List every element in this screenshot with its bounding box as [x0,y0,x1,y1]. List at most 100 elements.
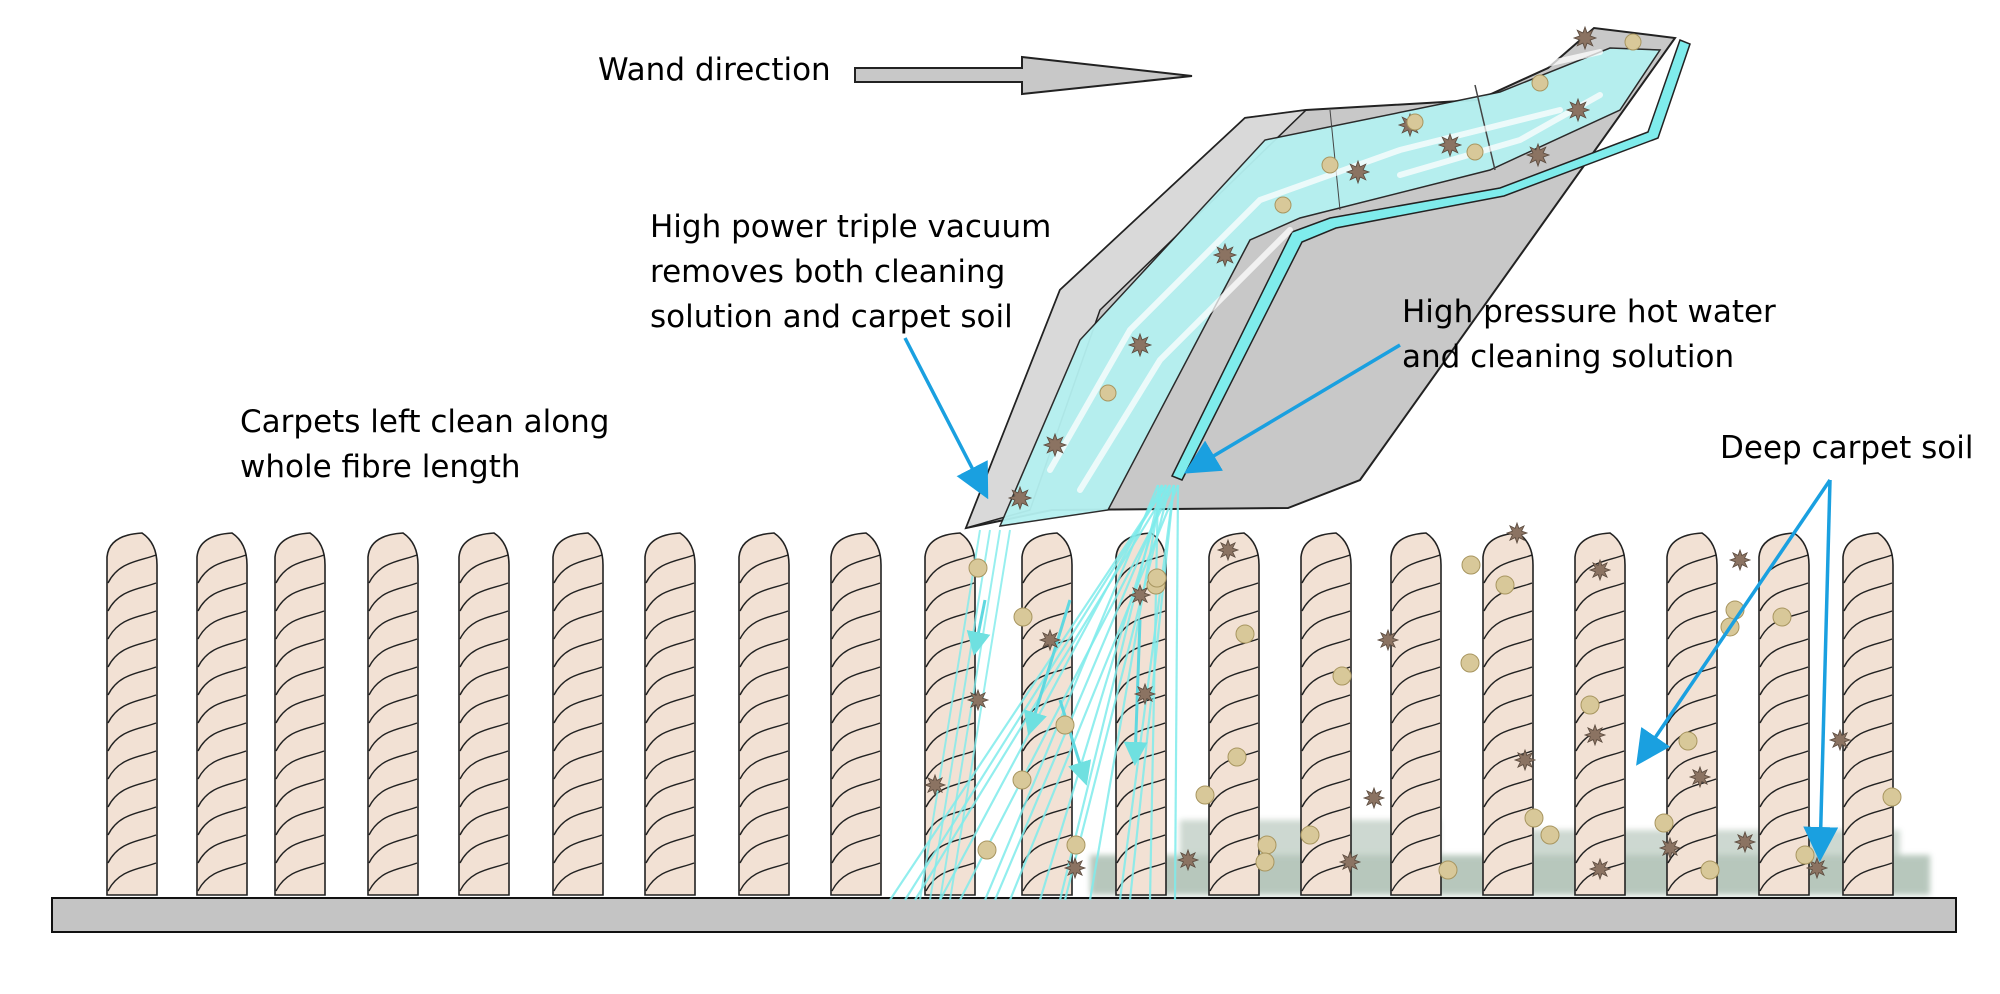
soil-bead [1332,666,1352,686]
soil-bead [977,840,997,860]
soil-bead [1700,860,1720,880]
deep-soil-label: Deep carpet soil [1720,430,1974,466]
carpet-fibre [196,532,248,896]
carpet-fibre [1300,532,1352,896]
vacuum-label: High power triple vacuum removes both cl… [650,205,1051,340]
soil-particle [1376,628,1400,652]
soil-particle [1127,332,1153,358]
soil-particle [923,773,947,797]
suction-line [929,529,991,901]
carpet-fibre [1842,532,1894,896]
soil-bead [1580,695,1600,715]
soil-bead [1654,813,1674,833]
soil-bead [1531,74,1549,92]
soil-pointer-arrow-left [1636,479,1832,766]
soil-bead [1321,156,1339,174]
soil-bead [1772,607,1792,627]
spray-line [1088,484,1164,901]
soil-particle [1828,728,1852,752]
vacuum-pointer-arrow [903,337,989,500]
wand-direction-arrow [854,55,1193,96]
spray-line [1148,484,1160,901]
soil-bead [1066,835,1086,855]
spray-line [939,484,1163,901]
spray-line [904,484,1167,901]
carpet-fibre [458,532,510,896]
carpet-fibre [1666,532,1718,896]
suction-line [949,529,1011,901]
soil-particle [1688,765,1712,789]
flow-arrow [1023,599,1072,736]
spray-line [889,484,1167,901]
spray-line [959,484,1175,901]
soil-bead [1540,825,1560,845]
soil-particle [1338,850,1362,874]
soil-particle [1063,856,1087,880]
spray-line [1058,484,1164,901]
soil-bead [1624,33,1642,51]
soil-bead [1438,860,1458,880]
carpet-fibre [367,532,419,896]
soil-particle [1128,583,1152,607]
soil-particle [1362,786,1386,810]
carpet-fibre [1390,532,1442,896]
soil-particle [1525,142,1551,168]
soil-particle [1728,548,1752,572]
spray-line [1173,484,1180,901]
soil-bead [1227,747,1247,767]
soil-bead [1461,555,1481,575]
clean-fibre-label-line-2: whole fibre length [240,449,521,485]
soil-bead [1274,196,1292,214]
spray-line [1128,484,1176,901]
carpet-fibre [1574,532,1626,896]
soil-particle [1733,830,1757,854]
vacuum-label-line-3: solution and carpet soil [650,299,1013,335]
soil-bead [1882,787,1902,807]
vacuum-label-line-1: High power triple vacuum [650,209,1052,245]
soil-particle [1588,558,1612,582]
soil-particles [923,25,1902,881]
soil-particle [1216,538,1240,562]
cleaning-wand [964,26,1691,530]
soil-bead [1255,852,1275,872]
soil-bead [1235,624,1255,644]
soil-particle [1505,521,1529,545]
soil-particle [1513,748,1537,772]
soil-particle [1583,723,1607,747]
soil-bead [1195,785,1215,805]
carpet-fibre [830,532,882,896]
carpet-fibre [1758,532,1810,896]
clean-fibre-label-line-1: Carpets left clean along [240,404,610,440]
soil-particle [1345,159,1371,185]
spray-line [993,484,1172,901]
soil-particle [1572,25,1598,51]
soil-bead [1099,384,1117,402]
soil-particle [1042,432,1068,458]
water-channel [1170,39,1691,481]
carpet-fibre [1482,532,1534,896]
pressure-label: High pressure hot water and cleaning sol… [1402,290,1776,380]
soil-bead [1466,143,1484,161]
clean-fibre-label: Carpets left clean along whole fibre len… [240,400,610,490]
soil-particle [1565,97,1591,123]
soil-bead [1147,568,1167,588]
soil-particle [1038,628,1062,652]
soil-particle [1805,856,1829,880]
water-spray [889,484,1180,901]
pressure-pointer-arrow [1183,343,1401,474]
pressure-label-line-2: and cleaning solution [1402,339,1735,375]
spray-line [1063,484,1172,901]
pressure-label-line-1: High pressure hot water [1402,294,1776,330]
soil-particle [1212,242,1238,268]
soil-bead [968,558,988,578]
soil-particle [1007,485,1033,511]
soil-particle [1658,836,1682,860]
soil-bead [1055,715,1075,735]
soil-particle [1588,857,1612,881]
soil-particle [966,688,990,712]
carpet-fibre [274,532,326,896]
carpet-fibre [1208,532,1260,896]
soil-pointer-arrow-right [1803,479,1839,862]
flow-arrow [1123,619,1148,766]
